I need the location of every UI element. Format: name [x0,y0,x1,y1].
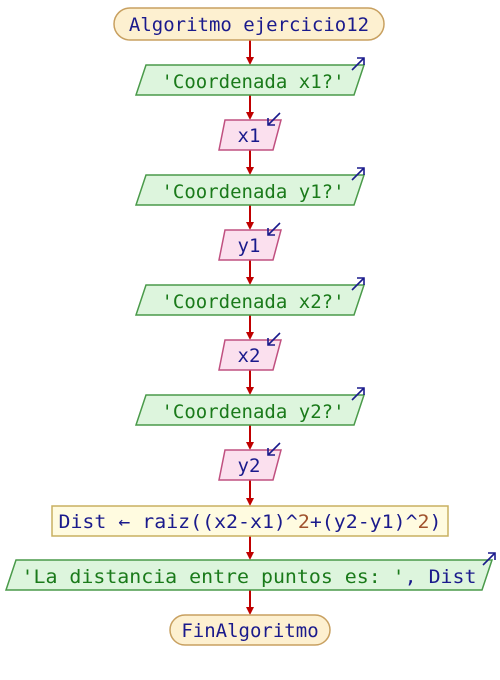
input-arrow-icon [267,112,281,126]
output-arrow-icon [351,167,365,181]
process-text-part: +(y2-y1)^ [310,511,418,533]
output-text-part: 'La distancia entre puntos es: ' [22,566,405,588]
input-arrow-icon [267,442,281,456]
output-arrow-icon [351,277,365,291]
output-arrow-icon [351,57,365,71]
process-step: Dist ← raiz((x2-x1)^2+(y2-y1)^2) [51,505,449,537]
output-text: 'La distancia entre puntos es: ', Dist [22,566,477,588]
process-text-number: 2 [298,511,310,533]
start-label: Algoritmo ejercicio12 [129,14,369,36]
process-text-part: ) [430,511,442,533]
output-step: 'Coordenada x1?' [134,57,366,96]
output-step: 'La distancia entre puntos es: ', Dist [4,552,496,591]
input-arrow-icon [267,222,281,236]
input-text: x2 [238,345,261,367]
process-text: Dist ← raiz((x2-x1)^2+(y2-y1)^2) [59,511,442,533]
input-step: y1 [218,222,282,261]
input-text: y2 [238,455,261,477]
end-terminal: FinAlgoritmo [169,614,331,646]
input-text: y1 [238,235,261,257]
output-step: 'Coordenada y1?' [134,167,366,206]
output-text: 'Coordenada x1?' [161,71,344,93]
output-text: 'Coordenada y2?' [161,401,344,423]
input-arrow-icon [267,332,281,346]
output-arrow-icon [482,552,496,566]
input-step: x2 [218,332,282,371]
end-label: FinAlgoritmo [181,620,318,642]
output-text: 'Coordenada x2?' [161,291,344,313]
input-text: x1 [238,125,261,147]
output-step: 'Coordenada x2?' [134,277,366,316]
input-step: y2 [218,442,282,481]
output-text-part: , Dist [405,566,477,588]
output-arrow-icon [351,387,365,401]
output-step: 'Coordenada y2?' [134,387,366,426]
process-text-number: 2 [418,511,430,533]
process-text-part: Dist ← raiz((x2-x1)^ [59,511,298,533]
input-step: x1 [218,112,282,151]
output-text: 'Coordenada y1?' [161,181,344,203]
start-terminal: Algoritmo ejercicio12 [113,7,385,41]
